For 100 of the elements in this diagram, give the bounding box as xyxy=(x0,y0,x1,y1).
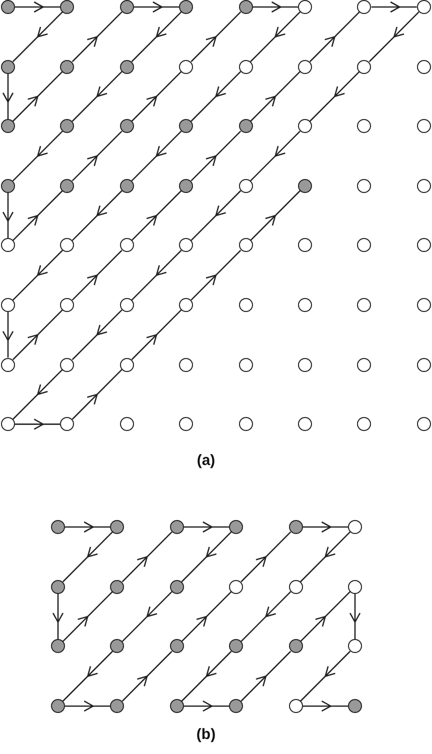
open-circle xyxy=(357,119,372,134)
filled-circle xyxy=(170,580,184,594)
open-circle xyxy=(120,238,134,252)
filled-circle xyxy=(298,178,312,193)
arrow xyxy=(309,12,360,62)
arrow xyxy=(349,594,361,640)
filled-circle xyxy=(348,699,362,714)
filled-circle xyxy=(120,0,134,14)
arrow xyxy=(131,12,182,62)
open-circle xyxy=(179,298,194,312)
open-circle xyxy=(1,238,15,252)
filled-circle xyxy=(238,0,253,14)
arrow xyxy=(72,369,122,420)
filled-circle xyxy=(60,60,74,74)
arrow xyxy=(122,591,172,642)
filled-circle xyxy=(170,699,184,714)
arrow xyxy=(12,12,63,62)
open-circle xyxy=(357,417,372,432)
arrow xyxy=(122,532,172,582)
filled-circle xyxy=(120,178,134,193)
panel-label: (b) xyxy=(196,726,216,743)
arrow xyxy=(368,12,420,62)
open-circle xyxy=(357,60,372,74)
open-circle xyxy=(288,580,303,594)
arrow xyxy=(190,130,242,182)
open-circle xyxy=(348,520,362,534)
arrow xyxy=(12,71,63,122)
open-circle xyxy=(60,417,74,432)
open-circle xyxy=(60,298,74,312)
filled-circle xyxy=(170,639,184,654)
arrow xyxy=(12,190,63,241)
open-circle xyxy=(416,358,431,372)
filled-circle xyxy=(60,178,74,193)
arrow xyxy=(52,594,64,640)
open-circle xyxy=(238,60,253,74)
filled-circle xyxy=(1,60,15,74)
filled-circle xyxy=(110,520,124,534)
open-circle xyxy=(179,238,194,252)
open-circle xyxy=(348,580,362,594)
arrow xyxy=(65,700,110,712)
open-circle xyxy=(357,298,372,312)
arrow xyxy=(190,190,242,241)
arrow xyxy=(250,130,301,182)
open-circle xyxy=(357,238,372,252)
open-circle xyxy=(298,417,312,432)
arrow xyxy=(184,700,230,712)
open-circle xyxy=(357,0,372,14)
open-circle xyxy=(238,298,253,312)
arrow xyxy=(309,71,360,122)
open-circle xyxy=(298,60,312,74)
open-circle xyxy=(238,178,253,193)
filled-circle xyxy=(229,639,244,654)
filled-circle xyxy=(110,699,124,714)
arrow xyxy=(131,71,182,122)
arrow xyxy=(15,1,60,13)
open-circle xyxy=(1,358,15,372)
arrow xyxy=(62,591,113,642)
filled-circle xyxy=(179,0,194,14)
arrow xyxy=(181,591,232,642)
filled-circle xyxy=(51,520,65,534)
filled-circle xyxy=(110,580,124,594)
arrow xyxy=(12,310,63,360)
open-circle xyxy=(238,238,253,252)
arrow xyxy=(300,591,351,642)
arrow xyxy=(131,190,182,241)
arrow xyxy=(62,650,113,702)
arrow xyxy=(2,312,14,358)
open-circle xyxy=(120,358,134,372)
open-circle xyxy=(120,417,134,432)
open-circle xyxy=(179,358,194,372)
open-circle xyxy=(298,238,312,252)
open-circle xyxy=(238,417,253,432)
arrow xyxy=(190,12,242,62)
filled-circle xyxy=(1,119,15,134)
arrow xyxy=(72,190,122,241)
filled-circle xyxy=(179,178,194,193)
filled-circle xyxy=(51,639,65,654)
arrow xyxy=(240,650,292,702)
arrow xyxy=(300,650,351,702)
arrow xyxy=(250,71,301,122)
open-circle xyxy=(416,417,431,432)
open-circle xyxy=(357,178,372,193)
filled-circle xyxy=(60,0,74,14)
filled-circle xyxy=(288,520,303,534)
arrow xyxy=(12,130,63,182)
open-circle xyxy=(416,178,431,193)
arrow xyxy=(2,192,14,238)
arrow xyxy=(2,74,14,120)
arrow xyxy=(190,250,242,300)
open-circle xyxy=(288,699,303,714)
open-circle xyxy=(298,298,312,312)
filled-circle xyxy=(229,520,244,534)
filled-circle xyxy=(179,119,194,134)
open-circle xyxy=(238,358,253,372)
open-circle xyxy=(416,298,431,312)
arrow xyxy=(250,190,301,241)
arrow xyxy=(181,650,232,702)
arrow xyxy=(131,310,182,360)
arrow xyxy=(302,700,348,712)
open-circle xyxy=(60,238,74,252)
